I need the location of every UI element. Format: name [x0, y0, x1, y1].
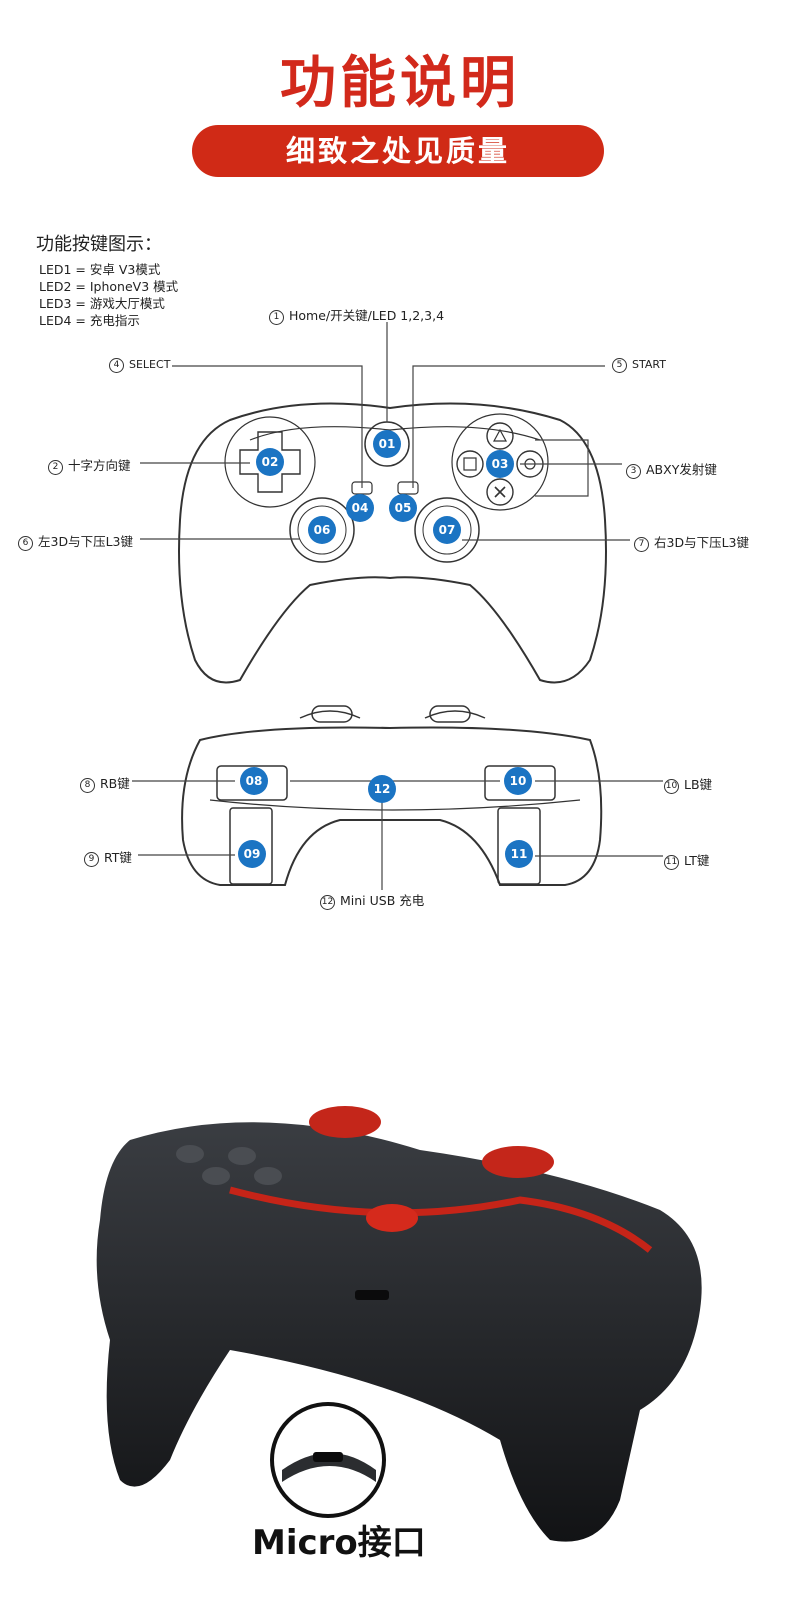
svg-text:06: 06	[314, 523, 331, 537]
svg-text:03: 03	[492, 457, 509, 471]
badge-01: 01	[373, 430, 401, 458]
svg-text:07: 07	[439, 523, 456, 537]
badge-07: 07	[433, 516, 461, 544]
badge-11: 11	[505, 840, 533, 868]
badge-08: 08	[240, 767, 268, 795]
badge-04: 04	[346, 494, 374, 522]
svg-text:02: 02	[262, 455, 279, 469]
svg-text:04: 04	[352, 501, 369, 515]
badge-05: 05	[389, 494, 417, 522]
led-line-4: LED4 = 充电指示	[39, 313, 140, 328]
svg-text:09: 09	[244, 847, 261, 861]
badge-10: 10	[504, 767, 532, 795]
led-line-2: LED2 = IphoneV3 模式	[39, 279, 179, 294]
subtitle-banner: 细致之处见质量	[192, 125, 604, 177]
badge-06: 06	[308, 516, 336, 544]
controller-diagram: 01 02 03 04 05 06 07 08 09 10 11 12	[132, 322, 663, 890]
micro-caption: Micro接口	[252, 1523, 426, 1563]
svg-text:11: 11	[511, 847, 528, 861]
legend-heading: 功能按键图示：	[36, 234, 162, 255]
badge-12: 12	[368, 775, 396, 803]
svg-text:08: 08	[246, 774, 263, 788]
badge-03: 03	[486, 450, 514, 478]
led-line-3: LED3 = 游戏大厅模式	[39, 296, 165, 311]
page-title: 功能说明	[280, 51, 520, 116]
svg-text:10: 10	[510, 774, 527, 788]
led-line-1: LED1 = 安卓 V3模式	[39, 262, 161, 277]
svg-text:01: 01	[379, 437, 396, 451]
svg-text:12: 12	[374, 782, 391, 796]
svg-text:05: 05	[395, 501, 412, 515]
badge-02: 02	[256, 448, 284, 476]
badge-09: 09	[238, 840, 266, 868]
controller-photo	[0, 1080, 800, 1614]
